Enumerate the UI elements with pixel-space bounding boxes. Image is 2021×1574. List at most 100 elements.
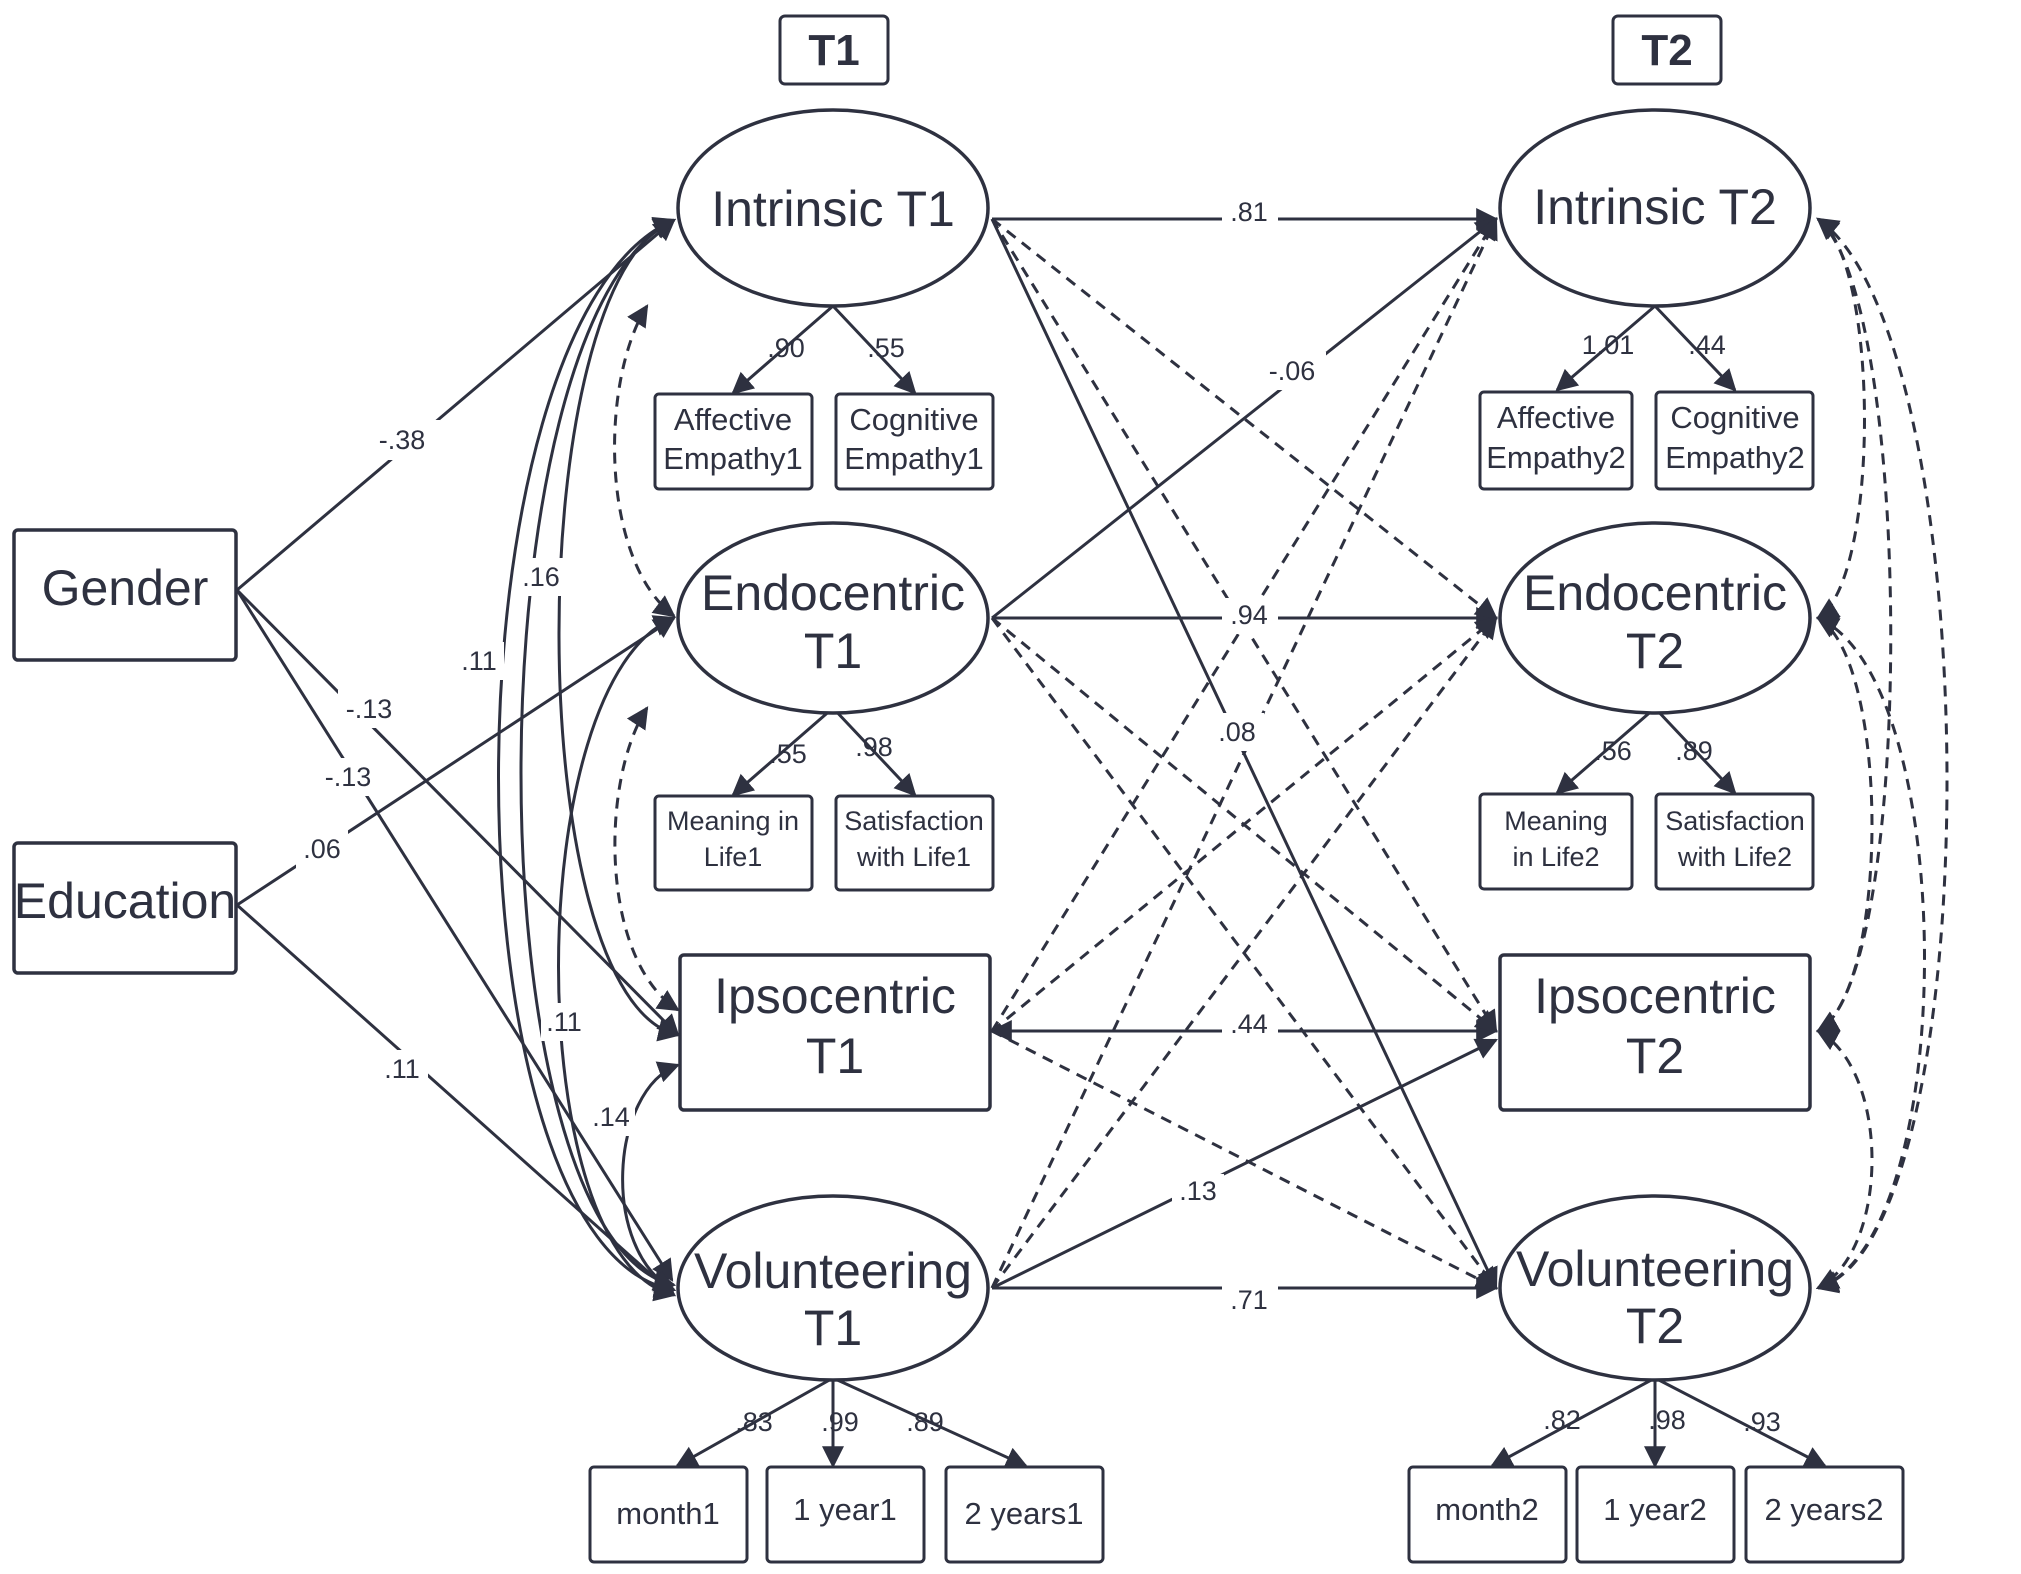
svg-text:T2: T2 [1641, 26, 1692, 75]
coef-loading-meaning2: .56 [1594, 736, 1632, 766]
cov-endocentric-t2-volunteering-t2 [1815, 615, 1926, 1293]
loading-satisfaction1 [831, 706, 917, 797]
coef-loading-affective2: 1.01 [1582, 330, 1635, 360]
svg-text:2 years1: 2 years1 [965, 1496, 1084, 1531]
node-volunteering-t2: Volunteering T2 [1498, 1194, 1812, 1382]
coef-loading-year1: .99 [821, 1407, 859, 1437]
coef-loading-year2: .98 [1648, 1405, 1686, 1435]
node-endocentric-t1: Endocentric T1 [676, 521, 990, 715]
svg-text:Satisfaction: Satisfaction [1665, 806, 1805, 836]
cov-intrinsic-t1-volunteering-t1-outer [497, 217, 677, 1298]
loading-cognitive2 [1653, 304, 1737, 392]
svg-text:Empathy2: Empathy2 [1486, 440, 1626, 475]
svg-text:T1: T1 [808, 26, 859, 75]
node-ipsocentric-t1: Ipsocentric T1 [678, 953, 992, 1112]
svg-text:T1: T1 [804, 1300, 862, 1356]
svg-text:T1: T1 [806, 1028, 864, 1084]
cov-intrinsic-t2-ipsocentric-t2 [1816, 217, 1893, 1033]
path-ipsocentric-t1-endocentric-t2 [991, 616, 1498, 1033]
cov-endocentric-t1-volunteering-t1 [557, 615, 677, 1302]
coef-education-volunteering: .11 [384, 1054, 420, 1084]
coef-cov-14: .14 [592, 1102, 630, 1132]
svg-text:Intrinsic T1: Intrinsic T1 [711, 181, 955, 237]
node-ipsocentric-t2: Ipsocentric T2 [1498, 953, 1812, 1112]
node-volunteering-t1: Volunteering T1 [676, 1194, 990, 1382]
svg-text:T2: T2 [1626, 1028, 1684, 1084]
cov-ipsocentric-t2-volunteering-t2 [1816, 1029, 1874, 1290]
svg-text:Empathy1: Empathy1 [663, 441, 803, 476]
coef-ipsocentric-stability: .44 [1230, 1009, 1268, 1039]
header-t1: T1 [778, 14, 890, 86]
loading-2years1 [832, 1376, 1029, 1468]
indicator-meaning-in-life2: Meaning in Life2 [1478, 792, 1634, 891]
svg-text:Empathy2: Empathy2 [1665, 440, 1805, 475]
svg-text:1 year1: 1 year1 [793, 1492, 896, 1527]
node-gender: Gender [12, 528, 238, 662]
indicator-cognitive-empathy1: Cognitive Empathy1 [834, 392, 995, 491]
svg-text:2 years2: 2 years2 [1765, 1492, 1884, 1527]
svg-text:Endocentric: Endocentric [701, 565, 965, 621]
path-endocentric-t1-intrinsic-t2 [991, 217, 1498, 620]
loading-affective1 [731, 304, 834, 395]
path-volunteering-t1-ipsocentric-t2 [991, 1038, 1498, 1290]
coef-gender-ipsocentric: -.13 [346, 694, 393, 724]
node-education: Education [12, 841, 238, 975]
svg-text:Volunteering: Volunteering [1516, 1241, 1794, 1297]
cov-intrinsic-t1-ipsocentric-t1 [557, 217, 681, 1042]
svg-text:Cognitive: Cognitive [1670, 400, 1799, 435]
coef-loading-month2: .82 [1543, 1405, 1581, 1435]
svg-text:month1: month1 [616, 1496, 719, 1531]
coef-cov-11b: .11 [546, 1007, 582, 1037]
coef-loading-2years1: .89 [906, 1407, 944, 1437]
svg-text:T2: T2 [1626, 1298, 1684, 1354]
loading-affective2 [1555, 304, 1656, 392]
path-gender-volunteering-t1 [235, 589, 674, 1282]
svg-text:T2: T2 [1626, 623, 1684, 679]
loading-satisfaction2 [1653, 706, 1737, 795]
path-education-volunteering-t1 [236, 903, 676, 1297]
svg-text:Gender: Gender [42, 560, 209, 616]
cov-intrinsic-t2-endocentric-t2 [1816, 217, 1866, 620]
loading-2years2 [1654, 1376, 1827, 1468]
indicator-affective-empathy1: Affective Empathy1 [653, 392, 814, 491]
node-intrinsic-t2: Intrinsic T2 [1498, 108, 1812, 308]
node-intrinsic-t1: Intrinsic T1 [676, 108, 990, 308]
coef-loading-meaning1: .55 [769, 739, 807, 769]
loading-month1 [675, 1376, 834, 1468]
svg-text:Meaning: Meaning [1504, 806, 1608, 836]
coef-education-endocentric: .06 [303, 834, 341, 864]
coef-loading-cognitive1: .55 [867, 333, 905, 363]
svg-text:Life1: Life1 [704, 842, 763, 872]
coef-loading-affective1: .90 [767, 333, 805, 363]
loading-meaning2 [1555, 706, 1656, 795]
indicator-satisfaction-with-life2: Satisfaction with Life2 [1654, 792, 1815, 891]
indicator-affective-empathy2: Affective Empathy2 [1478, 390, 1634, 491]
cov-endocentric-t2-ipsocentric-t2 [1816, 616, 1874, 1033]
coef-volunteering-stability: .71 [1230, 1285, 1268, 1315]
node-endocentric-t2: Endocentric T2 [1498, 521, 1812, 715]
svg-text:in Life2: in Life2 [1512, 842, 1599, 872]
svg-text:1 year2: 1 year2 [1603, 1492, 1706, 1527]
svg-text:Satisfaction: Satisfaction [844, 806, 984, 836]
cov-endocentric-t1-ipsocentric-t1 [613, 706, 680, 1012]
coef-loading-month1: .83 [735, 1407, 773, 1437]
path-volunteering-t1-intrinsic-t2 [990, 217, 1498, 1289]
svg-text:Education: Education [14, 873, 236, 929]
indicator-2-years1: 2 years1 [944, 1465, 1105, 1564]
coef-cov-11a: .11 [461, 646, 497, 676]
coef-intrinsic-stability: .81 [1230, 197, 1268, 227]
svg-text:Empathy1: Empathy1 [844, 441, 984, 476]
coef-loading-2years2: .93 [1743, 1407, 1781, 1437]
coef-volunteering-ipsocentric: .13 [1179, 1176, 1217, 1206]
indicator-cognitive-empathy2: Cognitive Empathy2 [1654, 390, 1815, 491]
coef-endocentric-intrinsic: -.06 [1269, 356, 1316, 386]
loading-month2 [1490, 1376, 1656, 1468]
svg-text:Meaning in: Meaning in [667, 806, 799, 836]
svg-text:Ipsocentric: Ipsocentric [1534, 968, 1776, 1024]
svg-text:Endocentric: Endocentric [1523, 565, 1787, 621]
coef-cov-16: .16 [522, 562, 560, 592]
indicator-1-year2: 1 year2 [1575, 1465, 1736, 1564]
svg-text:Volunteering: Volunteering [694, 1243, 972, 1299]
svg-text:Intrinsic T2: Intrinsic T2 [1533, 179, 1777, 235]
